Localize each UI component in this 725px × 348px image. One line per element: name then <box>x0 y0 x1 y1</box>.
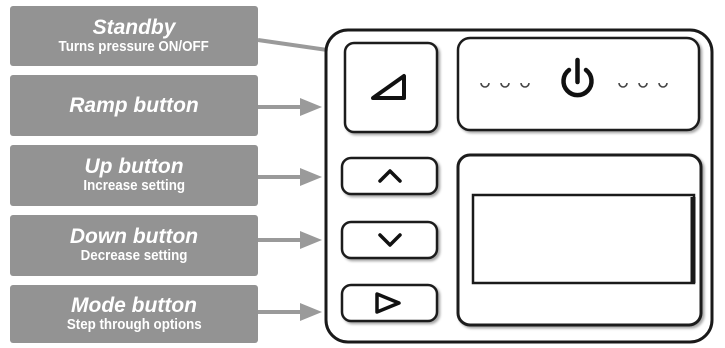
ramp-button[interactable] <box>343 41 439 134</box>
standby-label-title: Standby <box>92 15 176 39</box>
down-button[interactable] <box>340 220 439 260</box>
indicator-dots-right <box>618 82 668 88</box>
down-label: Down button Decrease setting <box>10 215 258 276</box>
standby-panel <box>456 36 701 132</box>
mode-arrow <box>258 303 322 321</box>
display-window <box>471 193 696 285</box>
display-screen <box>456 153 703 327</box>
indicator-dots-left <box>480 82 530 88</box>
up-label-subtitle: Increase setting <box>83 178 185 194</box>
mode-button[interactable] <box>340 283 439 323</box>
up-arrow <box>258 168 322 186</box>
ramp-label: Ramp button <box>10 75 258 136</box>
up-label: Up button Increase setting <box>10 145 258 206</box>
up-button[interactable] <box>340 156 439 196</box>
up-label-title: Up button <box>84 155 184 178</box>
down-arrow <box>258 231 322 249</box>
ramp-icon <box>371 74 406 100</box>
chevron-down-icon <box>378 233 402 247</box>
power-icon <box>561 67 594 98</box>
chevron-up-icon <box>378 169 402 183</box>
down-label-title: Down button <box>69 225 199 248</box>
mode-label-subtitle: Step through options <box>66 316 202 333</box>
mode-label: Mode button Step through options <box>10 285 258 343</box>
standby-label-subtitle: Turns pressure ON/OFF <box>58 38 210 55</box>
play-triangle-icon <box>375 292 401 314</box>
standby-label: Standby Turns pressure ON/OFF <box>10 6 258 66</box>
power-button[interactable] <box>561 57 594 98</box>
mode-label-title: Mode button <box>71 293 197 317</box>
ramp-arrow <box>258 98 322 116</box>
down-label-subtitle: Decrease setting <box>80 248 188 264</box>
ramp-label-title: Ramp button <box>69 93 199 117</box>
